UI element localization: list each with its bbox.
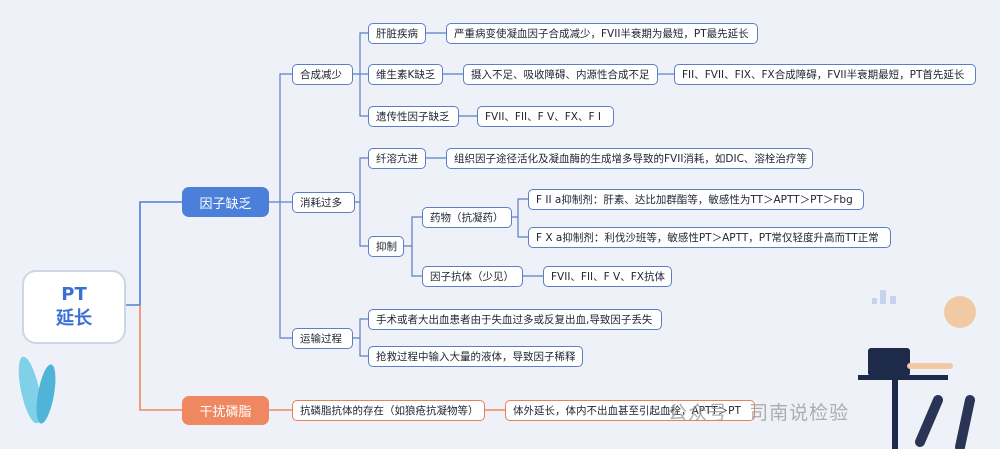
- node-hyperfibrinolysis-detail: 组织因子途径活化及凝血酶的生成增多导致的FVII消耗，如DIC、溶栓治疗等: [446, 148, 813, 169]
- node-fxa-inhibitor: F X a抑制剂：利伐沙班等，敏感性PT＞APTT，PT常仅轻度升高而TT正常: [528, 227, 891, 248]
- node-anticoagulant-drugs: 药物（抗凝药）: [422, 207, 512, 228]
- node-liver-disease-detail: 严重病变使凝血因子合成减少，FVII半衰期为最短，PT最先延长: [446, 23, 758, 44]
- watermark-text: 公众号 · 司南说检验: [668, 402, 850, 424]
- node-factor-antibody-detail: FVII、FII、F V、FX抗体: [543, 266, 672, 287]
- node-hyperfibrinolysis: 纤溶亢进: [368, 148, 426, 169]
- person-at-laptop-illustration: [858, 290, 976, 449]
- node-hereditary-deficiency: 遗传性因子缺乏: [368, 106, 459, 127]
- root-line-1: PT: [61, 284, 87, 305]
- node-antiphospholipid-antibody: 抗磷脂抗体的存在（如狼疮抗凝物等）: [292, 400, 485, 421]
- node-reduced-synthesis: 合成减少: [292, 64, 353, 85]
- node-fiia-inhibitor: F II a抑制剂：肝素、达比加群酯等，敏感性为TT＞APTT＞PT＞Fbg: [528, 189, 864, 210]
- node-blood-loss: 手术或者大出血患者由于失血过多或反复出血,导致因子丢失: [368, 309, 662, 330]
- plant-illustration: [18, 356, 56, 424]
- node-vitamin-k-cause: 摄入不足、吸收障碍、内源性合成不足: [463, 64, 658, 85]
- root-node-pt-prolonged: PT 延长: [22, 270, 126, 344]
- node-vitamin-k-deficiency: 维生素K缺乏: [368, 64, 443, 85]
- node-hereditary-factors: FVII、FII、F V、FX、F I: [477, 106, 614, 127]
- node-liver-disease: 肝脏疾病: [368, 23, 426, 44]
- node-phospholipid-effect: 体外延长，体内不出血甚至引起血栓，APTT＞PT: [505, 400, 755, 421]
- node-dilution: 抢救过程中输入大量的液体，导致因子稀释: [368, 346, 583, 367]
- node-excess-consumption: 消耗过多: [292, 192, 355, 213]
- root-line-2: 延长: [56, 308, 92, 329]
- node-transport-process: 运输过程: [292, 328, 353, 349]
- node-factor-deficiency: 因子缺乏: [182, 187, 269, 217]
- node-inhibition: 抑制: [368, 236, 404, 257]
- node-vitamin-k-effect: FII、FVII、FIX、FX合成障碍，FVII半衰期最短，PT首先延长: [674, 64, 976, 85]
- node-factor-antibody: 因子抗体（少见）: [422, 266, 523, 287]
- node-interfering-phospholipid: 干扰磷脂: [182, 396, 269, 425]
